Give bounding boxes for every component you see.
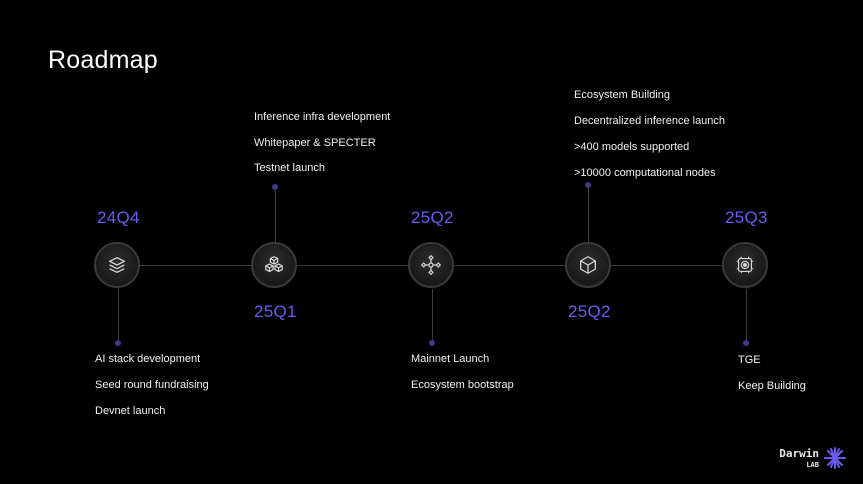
milestone-node <box>565 242 611 288</box>
quarter-label: 24Q4 <box>97 208 140 227</box>
connector-line <box>588 186 589 242</box>
connector-line <box>118 289 119 341</box>
connector-dot <box>115 340 121 346</box>
quarter-label: 25Q3 <box>725 208 768 227</box>
quarter-label: 25Q1 <box>254 302 297 321</box>
milestone-item: TGE <box>738 354 761 366</box>
milestone-item: Devnet launch <box>95 405 166 417</box>
milestone-item: Decentralized inference launch <box>574 115 726 127</box>
milestone-item: Ecosystem bootstrap <box>411 379 514 391</box>
milestone-item: Whitepaper & SPECTER <box>254 137 376 149</box>
milestone-item: Inference infra development <box>254 111 391 123</box>
milestone-node <box>722 242 768 288</box>
quarter-label: 25Q2 <box>411 208 454 227</box>
milestone-node <box>94 242 140 288</box>
stack-layers-icon <box>109 257 125 273</box>
starburst-icon <box>824 447 846 469</box>
logo-sub: LAB <box>806 460 819 469</box>
connector-line <box>432 289 433 341</box>
cubes-icon <box>265 256 283 273</box>
connector-dot <box>429 340 435 346</box>
connector-line <box>746 289 747 341</box>
milestone-item: >400 models supported <box>574 141 690 153</box>
connector-dot <box>585 182 591 188</box>
milestone-item: Mainnet Launch <box>411 353 490 365</box>
milestone-node <box>251 242 297 288</box>
cube-icon <box>580 256 596 274</box>
quarter-label: 25Q2 <box>568 302 611 321</box>
connector-dot <box>272 184 278 190</box>
milestone-node <box>408 242 454 288</box>
milestone-item: Ecosystem Building <box>574 89 670 101</box>
roadmap-title: Roadmap <box>48 46 158 74</box>
network-nodes-icon <box>420 254 442 276</box>
milestone-item: Testnet launch <box>254 162 325 174</box>
logo-name: Darwin <box>779 446 819 460</box>
darwin-lab-logo: Darwin LAB <box>779 446 847 470</box>
milestone-item: >10000 computational nodes <box>574 167 716 179</box>
target-chip-icon <box>736 256 754 274</box>
milestone-item: Seed round fundraising <box>95 379 209 391</box>
connector-dot <box>743 340 749 346</box>
milestone-item: AI stack development <box>95 353 201 365</box>
milestone-item: Keep Building <box>738 380 806 392</box>
connector-line <box>275 188 276 242</box>
